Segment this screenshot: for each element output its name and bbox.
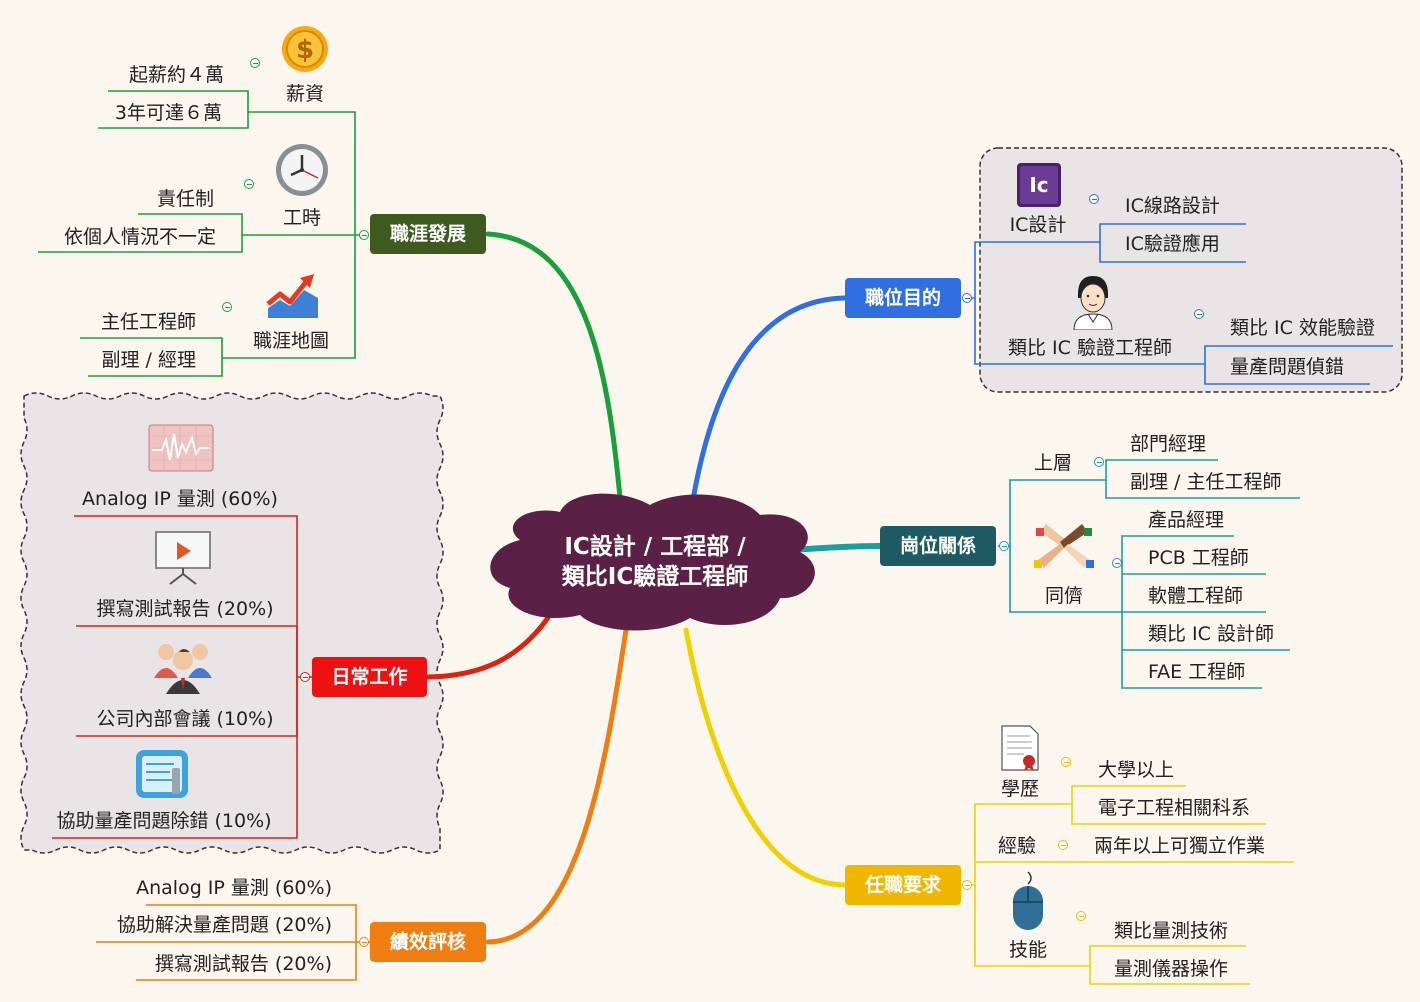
ic-app-icon: Ic (1016, 162, 1062, 212)
meeting-people-icon (150, 638, 216, 700)
relations-collapse-toggle[interactable] (999, 541, 1009, 551)
education-label[interactable]: 學歷 (1000, 778, 1039, 800)
evaluation-branch-line (485, 627, 629, 945)
ic-design-item-1[interactable]: IC線路設計 (1125, 195, 1220, 217)
hours-label[interactable]: 工時 (282, 207, 321, 229)
career-map-item-1[interactable]: 主任工程師 (100, 311, 196, 333)
skills-label[interactable]: 技能 (1008, 939, 1047, 961)
evaluation-item-2[interactable]: 協助解決量產問題 (20%) (116, 914, 332, 936)
salary-item-1[interactable]: 起薪約４萬 (128, 64, 224, 86)
analog-item-2[interactable]: 量產問題偵錯 (1230, 356, 1345, 378)
engineer-avatar-icon (1070, 274, 1116, 334)
skills-collapse-toggle[interactable] (1076, 911, 1086, 921)
dollar-coin-icon: $ (280, 24, 330, 78)
central-topic-line1: IC設計 / 工程部 / (564, 534, 746, 560)
peers-item-3[interactable]: 軟體工程師 (1148, 585, 1244, 607)
settings-tools-icon (134, 748, 190, 804)
peers-item-5[interactable]: FAE 工程師 (1148, 661, 1246, 683)
skills-item-2[interactable]: 量測儀器操作 (1114, 958, 1229, 980)
purpose-collapse-toggle[interactable] (962, 293, 972, 303)
career-map-item-2[interactable]: 副理 / 經理 (101, 349, 196, 371)
ic-design-label[interactable]: IC設計 (1009, 214, 1067, 236)
peers-label[interactable]: 同儕 (1044, 585, 1083, 607)
center-cloud-shape (490, 493, 815, 631)
daily-item-2-label[interactable]: 撰寫測試報告 (20%) (96, 598, 274, 620)
growth-chart-icon (266, 272, 320, 324)
upper-collapse-toggle[interactable] (1094, 457, 1104, 467)
topic-performance-evaluation[interactable]: 績效評核 (370, 922, 486, 962)
daily-item-3-label[interactable]: 公司內部會議 (10%) (96, 708, 274, 730)
topic-position-purpose[interactable]: 職位目的 (845, 278, 961, 318)
peers-item-2[interactable]: PCB 工程師 (1148, 547, 1249, 569)
daily-item-4-label[interactable]: 協助量產問題除錯 (10%) (56, 810, 272, 832)
requirements-collapse-toggle[interactable] (962, 880, 972, 890)
peers-collapse-toggle[interactable] (1112, 558, 1122, 568)
presentation-icon (154, 530, 212, 590)
career-map-label[interactable]: 職涯地圖 (252, 330, 329, 352)
ic-design-collapse-toggle[interactable] (1089, 194, 1099, 204)
upper-item-1[interactable]: 部門經理 (1130, 433, 1207, 455)
ic-design-item-2[interactable]: IC驗證應用 (1125, 233, 1220, 255)
education-item-1[interactable]: 大學以上 (1098, 759, 1175, 781)
upper-label[interactable]: 上層 (1034, 452, 1073, 474)
upper-item-2[interactable]: 副理 / 主任工程師 (1130, 471, 1282, 493)
career-branch-line (485, 231, 625, 523)
evaluation-collapse-toggle[interactable] (359, 937, 369, 947)
analog-item-1[interactable]: 類比 IC 效能驗證 (1230, 317, 1375, 339)
experience-item-1[interactable]: 兩年以上可獨立作業 (1094, 835, 1266, 857)
central-topic[interactable]: IC設計 / 工程部 / 類比IC驗證工程師 (500, 532, 810, 592)
hours-item-1[interactable]: 責任制 (156, 188, 214, 210)
skills-item-1[interactable]: 類比量測技術 (1114, 920, 1229, 942)
purpose-boundary (979, 147, 1403, 393)
experience-label[interactable]: 經驗 (998, 835, 1037, 857)
certificate-icon (1000, 724, 1040, 776)
analog-collapse-toggle[interactable] (1194, 309, 1204, 319)
education-item-2[interactable]: 電子工程相關科系 (1098, 797, 1251, 819)
hours-item-2[interactable]: 依個人情況不一定 (63, 226, 216, 248)
topic-job-requirements[interactable]: 任職要求 (845, 865, 961, 905)
peers-item-4[interactable]: 類比 IC 設計師 (1148, 623, 1274, 645)
daily-item-1-label[interactable]: Analog IP 量測 (60%) (82, 488, 278, 510)
peers-item-1[interactable]: 產品經理 (1148, 509, 1225, 531)
ic-app-icon-text: Ic (1029, 173, 1048, 197)
requirements-branch-line (683, 627, 848, 888)
salary-label[interactable]: 薪資 (285, 83, 324, 105)
topic-career-development[interactable]: 職涯發展 (370, 214, 486, 254)
daily-collapse-toggle[interactable] (300, 672, 310, 682)
mouse-icon (1010, 870, 1046, 938)
hours-collapse-toggle[interactable] (244, 179, 254, 189)
salary-item-2[interactable]: 3年可達６萬 (114, 102, 222, 124)
evaluation-item-3[interactable]: 撰寫測試報告 (20%) (154, 953, 332, 975)
purpose-branch-line (687, 295, 848, 521)
daily-branch-line (425, 609, 555, 680)
topic-daily-work[interactable]: 日常工作 (312, 657, 427, 697)
topic-position-relations[interactable]: 崗位關係 (880, 526, 996, 566)
education-collapse-toggle[interactable] (1061, 757, 1071, 767)
experience-collapse-toggle[interactable] (1058, 840, 1068, 850)
map-collapse-toggle[interactable] (222, 302, 232, 312)
career-collapse-toggle[interactable] (359, 230, 369, 240)
salary-collapse-toggle[interactable] (250, 58, 260, 68)
central-topic-line2: 類比IC驗證工程師 (561, 564, 749, 590)
evaluation-item-1[interactable]: Analog IP 量測 (60%) (136, 877, 332, 899)
svg-text:$: $ (296, 35, 314, 65)
clock-icon (274, 142, 330, 202)
daily-work-boundary (20, 392, 444, 854)
handshake-hands-icon (1034, 518, 1094, 582)
waveform-icon (148, 424, 214, 476)
analog-engineer-label[interactable]: 類比 IC 驗證工程師 (1008, 337, 1172, 359)
